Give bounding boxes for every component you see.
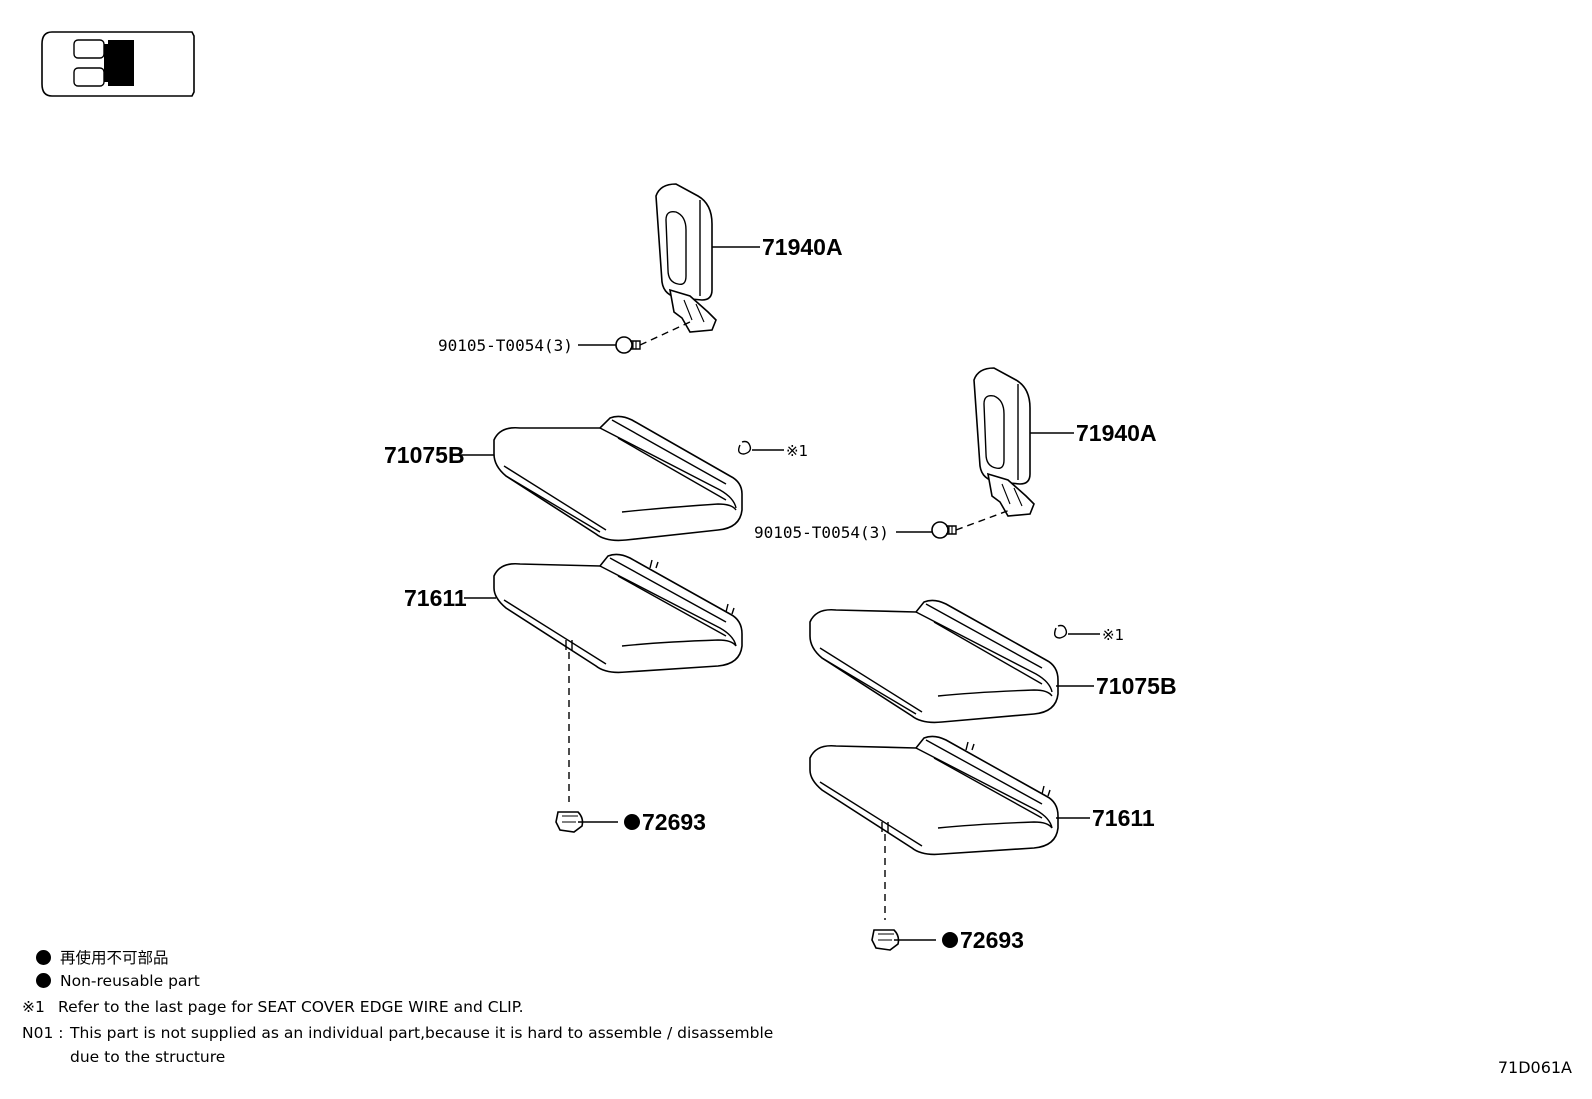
headrest-lower bbox=[973, 367, 1035, 517]
part-number-pad-right: 71611 bbox=[1092, 805, 1155, 831]
non-reusable-dot bbox=[36, 973, 51, 988]
headrest-upper bbox=[655, 183, 717, 333]
part-number-clip-left: 72693 bbox=[642, 809, 706, 835]
non-reusable-dot bbox=[36, 950, 51, 965]
legend-jp: 再使用不可部品 bbox=[22, 946, 169, 968]
seat-pad-left bbox=[493, 553, 743, 674]
seat-cover-right bbox=[809, 599, 1059, 724]
seat-cover-left bbox=[493, 415, 743, 542]
legend-n01-note: N01 :This part is not supplied as an ind… bbox=[22, 1024, 774, 1042]
legend-en: Non-reusable part bbox=[22, 972, 200, 990]
seat-pad-right bbox=[809, 735, 1059, 856]
part-number-clip-right: 72693 bbox=[960, 927, 1024, 953]
non-reusable-dot bbox=[624, 814, 640, 830]
vehicle-locator-icon bbox=[41, 31, 195, 97]
part-number-pad-left: 71611 bbox=[404, 585, 467, 611]
part-number-cover-left: 71075B bbox=[384, 442, 465, 468]
part-number-headrest-upper: 71940A bbox=[762, 234, 843, 260]
part-number-cover-right: 71075B bbox=[1096, 673, 1177, 699]
ref-note-upper: ※1 bbox=[786, 442, 808, 460]
part-number-bolt-upper: 90105-T0054(3) bbox=[438, 336, 573, 355]
legend-n01-note-cont: due to the structure bbox=[70, 1048, 226, 1066]
part-number-bolt-lower: 90105-T0054(3) bbox=[754, 523, 889, 542]
clip-icon-right bbox=[871, 929, 936, 951]
non-reusable-dot bbox=[942, 932, 958, 948]
part-number-headrest-lower: 71940A bbox=[1076, 420, 1157, 446]
edge-wire-icon bbox=[1053, 624, 1100, 639]
clip-icon-left bbox=[555, 811, 618, 833]
ref-note-lower: ※1 bbox=[1102, 626, 1124, 644]
illustration-code: 71D061A bbox=[1497, 1058, 1572, 1077]
bolt-icon bbox=[931, 521, 957, 539]
bolt-icon bbox=[615, 336, 641, 354]
edge-wire-icon bbox=[737, 440, 784, 455]
